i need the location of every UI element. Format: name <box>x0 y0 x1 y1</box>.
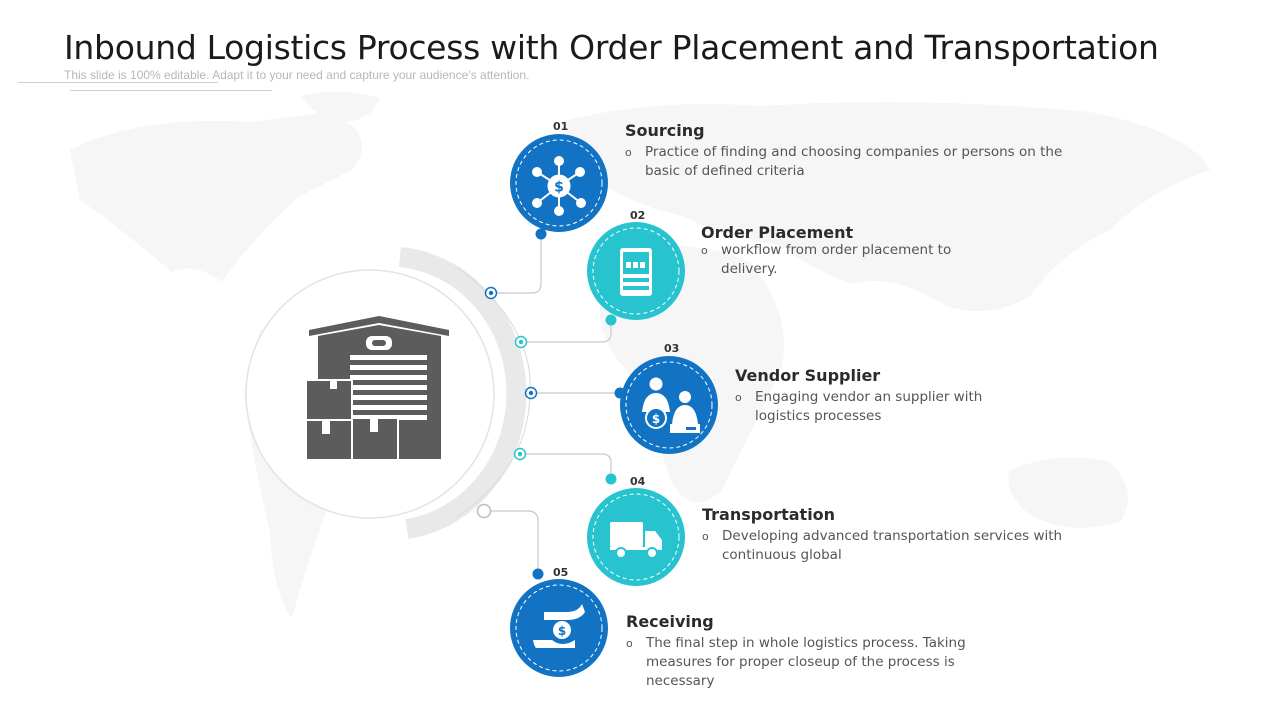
svg-text:$: $ <box>554 180 564 196</box>
divider-line <box>70 90 272 91</box>
bullet-icon: o <box>626 637 633 650</box>
bullet-icon: o <box>702 530 709 543</box>
step-title-sourcing: Sourcing <box>625 121 705 140</box>
vendor-supplier-icon: $ <box>642 377 700 433</box>
bullet-icon: o <box>735 391 742 404</box>
network-dollar-icon: $ <box>532 156 586 216</box>
step-description-transportation: o Developing advanced transportation ser… <box>702 528 1063 563</box>
connector-dots <box>476 286 538 519</box>
step-description-order-placement: o workflow from order placement to deliv… <box>701 242 952 277</box>
step-description-sourcing: o Practice of finding and choosing compa… <box>625 144 1063 179</box>
step-number-02: 02 <box>630 209 646 222</box>
step-description-receiving: o The final step in whole logistics proc… <box>626 635 966 689</box>
bullet-icon: o <box>625 146 632 159</box>
step-title-order-placement: Order Placement <box>701 223 854 242</box>
step-title-transportation: Transportation <box>702 505 836 524</box>
warehouse-icon <box>305 316 449 461</box>
step-number-05: 05 <box>553 566 569 579</box>
step-number-03: 03 <box>664 342 680 355</box>
step-title-receiving: Receiving <box>626 612 714 631</box>
order-machine-icon <box>620 248 652 296</box>
truck-icon <box>610 522 662 559</box>
connector-lines <box>484 234 619 574</box>
step-number-01: 01 <box>553 120 569 133</box>
svg-text:$: $ <box>652 412 660 426</box>
hand-dollar-icon: $ <box>533 604 585 648</box>
step-number-04: 04 <box>630 475 646 488</box>
divider-line <box>18 82 218 83</box>
slide-title: Inbound Logistics Process with Order Pla… <box>64 28 1159 67</box>
step-title-vendor-supplier: Vendor Supplier <box>735 366 881 385</box>
step-description-vendor-supplier: o Engaging vendor an supplier with logis… <box>735 389 983 424</box>
bullet-icon: o <box>701 244 708 257</box>
slide-subtitle: This slide is 100% editable. Adapt it to… <box>64 68 530 82</box>
svg-text:$: $ <box>558 624 566 638</box>
